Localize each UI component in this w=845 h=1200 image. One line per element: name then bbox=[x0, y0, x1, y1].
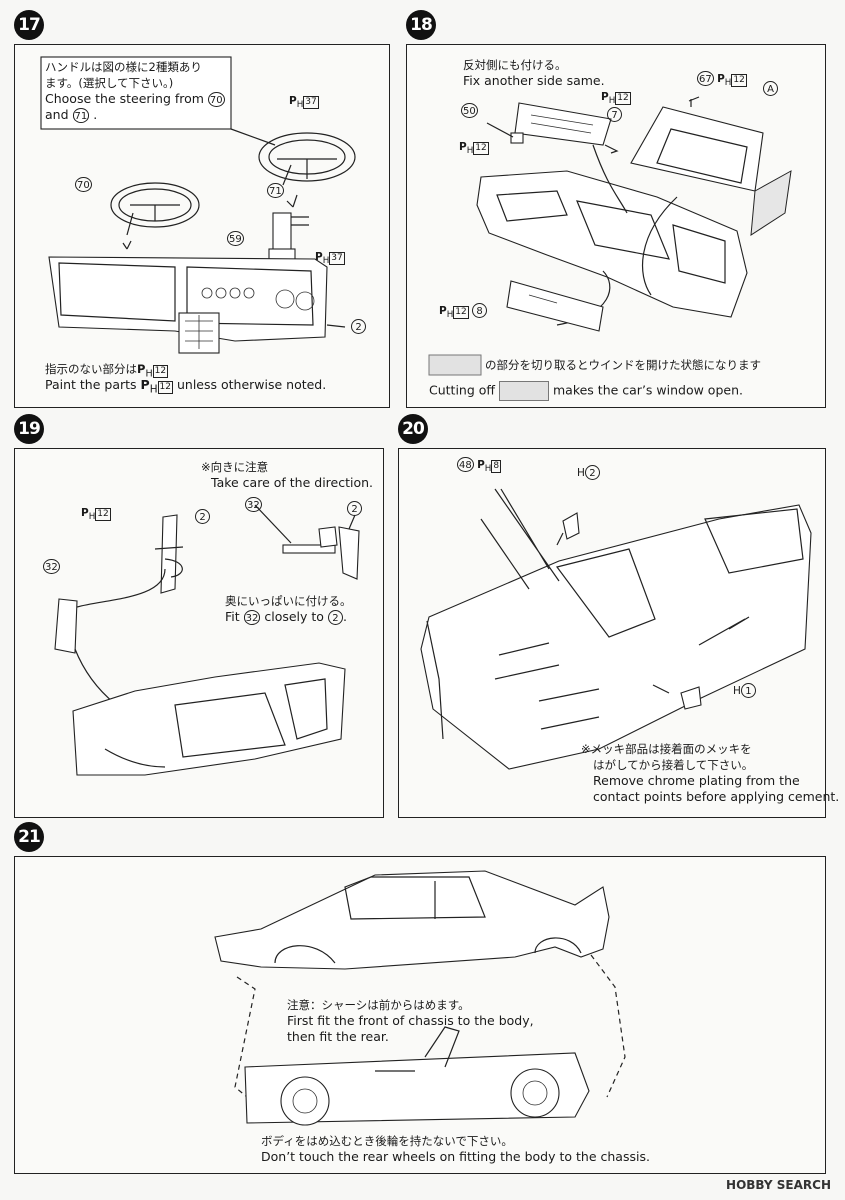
fit-closely-jp: 奥にいっぱいに付ける。 bbox=[225, 594, 352, 608]
direction-note-en: Take care of the direction. bbox=[211, 475, 374, 490]
fit-closely-en: Fit 32 closely to 2. bbox=[225, 609, 347, 625]
label-part-70: 70 bbox=[75, 177, 92, 192]
step-20-illustration bbox=[420, 488, 812, 770]
label-part-2-left: 2 bbox=[195, 509, 210, 524]
rear-wheel-warning-jp: ボディをはめ込むとき後輪を持たないで下さい。 bbox=[261, 1134, 513, 1148]
step-21-illustration bbox=[214, 870, 626, 1126]
part-71-marker: 71 bbox=[72, 108, 90, 123]
fix-other-side-en: Fix another side same. bbox=[463, 73, 605, 88]
step-17-badge: 17 bbox=[14, 10, 44, 40]
hobby-search-watermark: HOBBY SEARCH bbox=[726, 1178, 831, 1192]
chrome-note-en-2: contact points before applying cement. bbox=[593, 789, 840, 804]
cut-area-swatch bbox=[499, 381, 549, 401]
steering-choice-en-and: and 71 . bbox=[45, 107, 98, 123]
fix-other-side-jp: 反対側にも付ける。 bbox=[463, 58, 567, 72]
chassis-caution-en-1: First fit the front of chassis to the bo… bbox=[287, 1013, 534, 1028]
label-part-59: 59 bbox=[227, 231, 244, 246]
label-part-A: A bbox=[763, 81, 778, 96]
steering-choice-jp-line1: ハンドルは図の様に2種類あり bbox=[45, 60, 202, 74]
step-19-illustration bbox=[54, 504, 360, 776]
direction-note-jp: ※向きに注意 bbox=[201, 460, 269, 474]
chrome-note-en-1: Remove chrome plating from the bbox=[593, 773, 800, 788]
chassis-caution-jp: 注意：シャーシは前からはめます。 bbox=[287, 998, 470, 1012]
rear-wheel-warning-en: Don’t touch the rear wheels on fitting t… bbox=[261, 1149, 650, 1164]
label-part-2-right: 2 bbox=[347, 501, 362, 516]
chrome-note-jp-1: ※メッキ部品は接着面のメッキを bbox=[581, 742, 752, 756]
window-cut-jp: の部分を切り取るとウインドを開けた状態になります bbox=[485, 358, 761, 372]
label-part-32-right: 32 bbox=[245, 497, 262, 512]
part-70-marker: 70 bbox=[207, 92, 225, 107]
window-cut-en: Cutting off makes the car’s window open. bbox=[429, 381, 743, 401]
chassis-caution-en-2: then fit the rear. bbox=[287, 1029, 389, 1044]
label-part-32-left: 32 bbox=[43, 559, 60, 574]
steering-choice-jp-line2: ます。(選択して下さい。) bbox=[45, 76, 174, 90]
step-17-panel: ハンドルは図の様に2種類あり ます。(選択して下さい。) Choose the … bbox=[14, 44, 390, 408]
step-19-badge: 19 bbox=[14, 414, 44, 444]
step-20-badge: 20 bbox=[398, 414, 428, 444]
step-21-panel: 注意：シャーシは前からはめます。 First fit the front of … bbox=[14, 856, 826, 1174]
steering-choice-en: Choose the steering from 70 bbox=[45, 91, 225, 107]
step-18-badge: 18 bbox=[406, 10, 436, 40]
chrome-note-jp-2: はがしてから接着して下さい。 bbox=[593, 758, 754, 772]
step-17-illustration bbox=[40, 56, 356, 354]
label-part-7: 7 bbox=[607, 107, 622, 122]
step-18-illustration bbox=[428, 96, 792, 376]
label-part-71: 71 bbox=[267, 183, 284, 198]
step-21-badge: 21 bbox=[14, 822, 44, 852]
label-part-2: 2 bbox=[351, 319, 366, 334]
label-part-50: 50 bbox=[461, 103, 478, 118]
